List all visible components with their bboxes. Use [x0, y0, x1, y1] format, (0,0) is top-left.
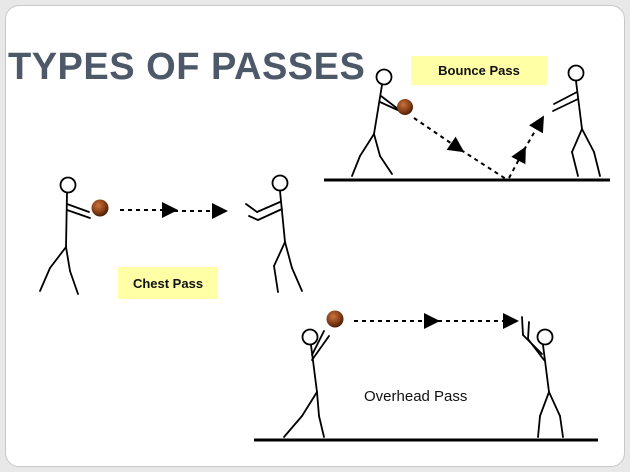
- bounce-ball: [397, 99, 413, 115]
- bounce-pass-label: Bounce Pass: [411, 56, 547, 85]
- chest-passer-figure: [39, 176, 91, 295]
- chest-receiver-figure: [245, 174, 303, 293]
- bounce-passer-figure: [351, 68, 403, 177]
- overhead-pass-label: Overhead Pass: [364, 388, 468, 405]
- chest-pass-label: Chest Pass: [118, 267, 218, 299]
- chest-ball: [91, 199, 109, 217]
- bounce-path-arrows: [413, 115, 545, 180]
- passes-illustration: [39, 64, 610, 442]
- chest-path-arrows: [120, 202, 228, 219]
- overhead-ball: [326, 310, 344, 328]
- slide: TYPES OF PASSES Bounce Pass Chest Pass O…: [5, 5, 625, 467]
- page-title: TYPES OF PASSES: [8, 46, 366, 88]
- bounce-receiver-figure: [552, 64, 601, 177]
- overhead-receiver-figure: [521, 316, 564, 438]
- overhead-passer-figure: [283, 328, 330, 438]
